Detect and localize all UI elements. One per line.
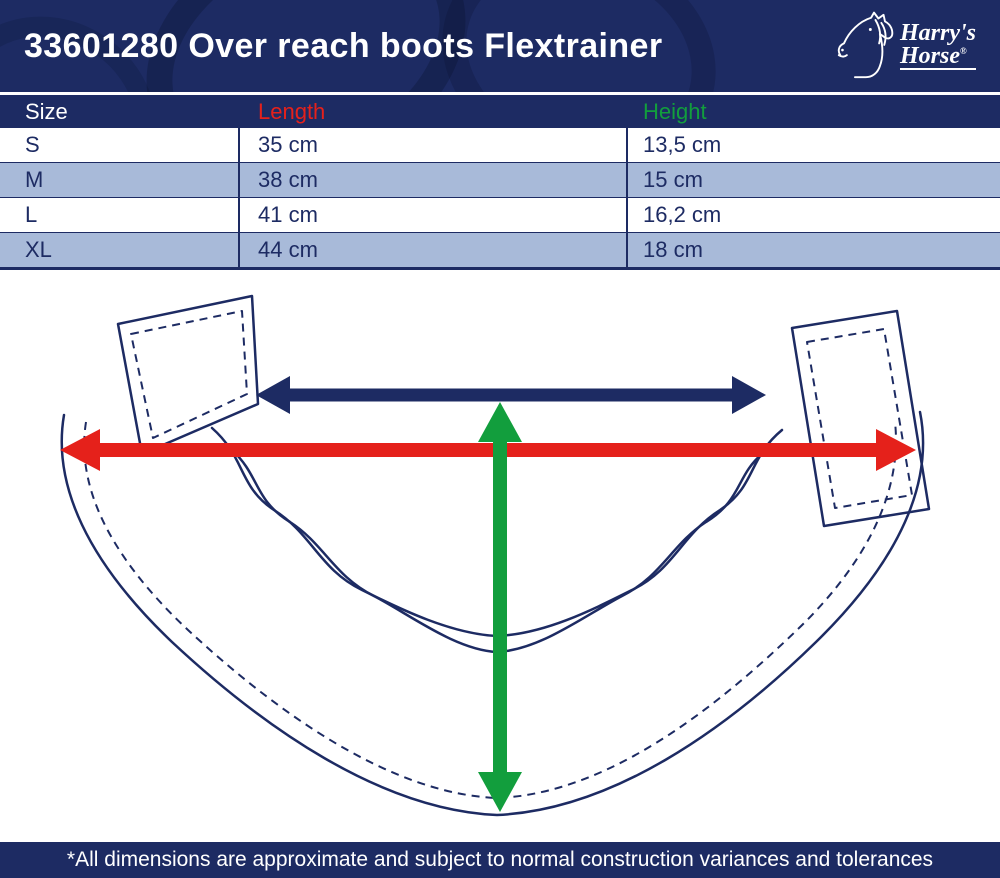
brand-logo-text: Harry's Horse® — [899, 19, 976, 71]
length-cell: 38 cm — [240, 163, 628, 197]
length-arrow — [60, 429, 916, 471]
header: 33601280 Over reach boots Flextrainer Ha… — [0, 0, 1000, 95]
horse-head-icon — [837, 11, 894, 79]
logo-line1: Harry's — [899, 19, 976, 46]
logo-line2: Horse® — [899, 44, 976, 71]
table-header-row: Size Length Height — [0, 95, 1000, 128]
height-cell: 16,2 cm — [643, 202, 722, 227]
column-header-length: Length — [240, 95, 628, 128]
column-header-height: Height — [643, 98, 707, 124]
length-cell: 44 cm — [240, 233, 628, 267]
footer-note: *All dimensions are approximate and subj… — [66, 848, 934, 871]
column-header-size: Size — [0, 95, 240, 128]
footer-note-bar: *All dimensions are approximate and subj… — [0, 842, 1000, 878]
brand-logo: Harry's Horse® — [830, 8, 976, 84]
height-cell: 15 cm — [643, 167, 703, 192]
table-row: S 35 cm 13,5 cm — [0, 128, 1000, 163]
boot-diagram — [0, 270, 1000, 842]
height-arrow — [478, 402, 522, 812]
boot-diagram-svg — [60, 294, 931, 817]
right-strap — [790, 309, 931, 528]
size-cell: XL — [0, 233, 240, 267]
size-cell: S — [0, 128, 240, 162]
table-row: L 41 cm 16,2 cm — [0, 198, 1000, 233]
registered-mark: ® — [959, 45, 967, 56]
size-cell: M — [0, 163, 240, 197]
table-row: XL 44 cm 18 cm — [0, 233, 1000, 268]
page-title: 33601280 Over reach boots Flextrainer — [24, 26, 663, 65]
size-cell: L — [0, 198, 240, 232]
height-cell: 13,5 cm — [643, 132, 722, 157]
left-strap — [116, 294, 260, 456]
height-cell: 18 cm — [643, 237, 703, 262]
size-table: Size Length Height S 35 cm 13,5 cm M 38 … — [0, 95, 1000, 270]
length-cell: 35 cm — [240, 128, 628, 162]
inner-length-arrow — [256, 376, 766, 414]
length-cell: 41 cm — [240, 198, 628, 232]
table-row: M 38 cm 15 cm — [0, 163, 1000, 198]
